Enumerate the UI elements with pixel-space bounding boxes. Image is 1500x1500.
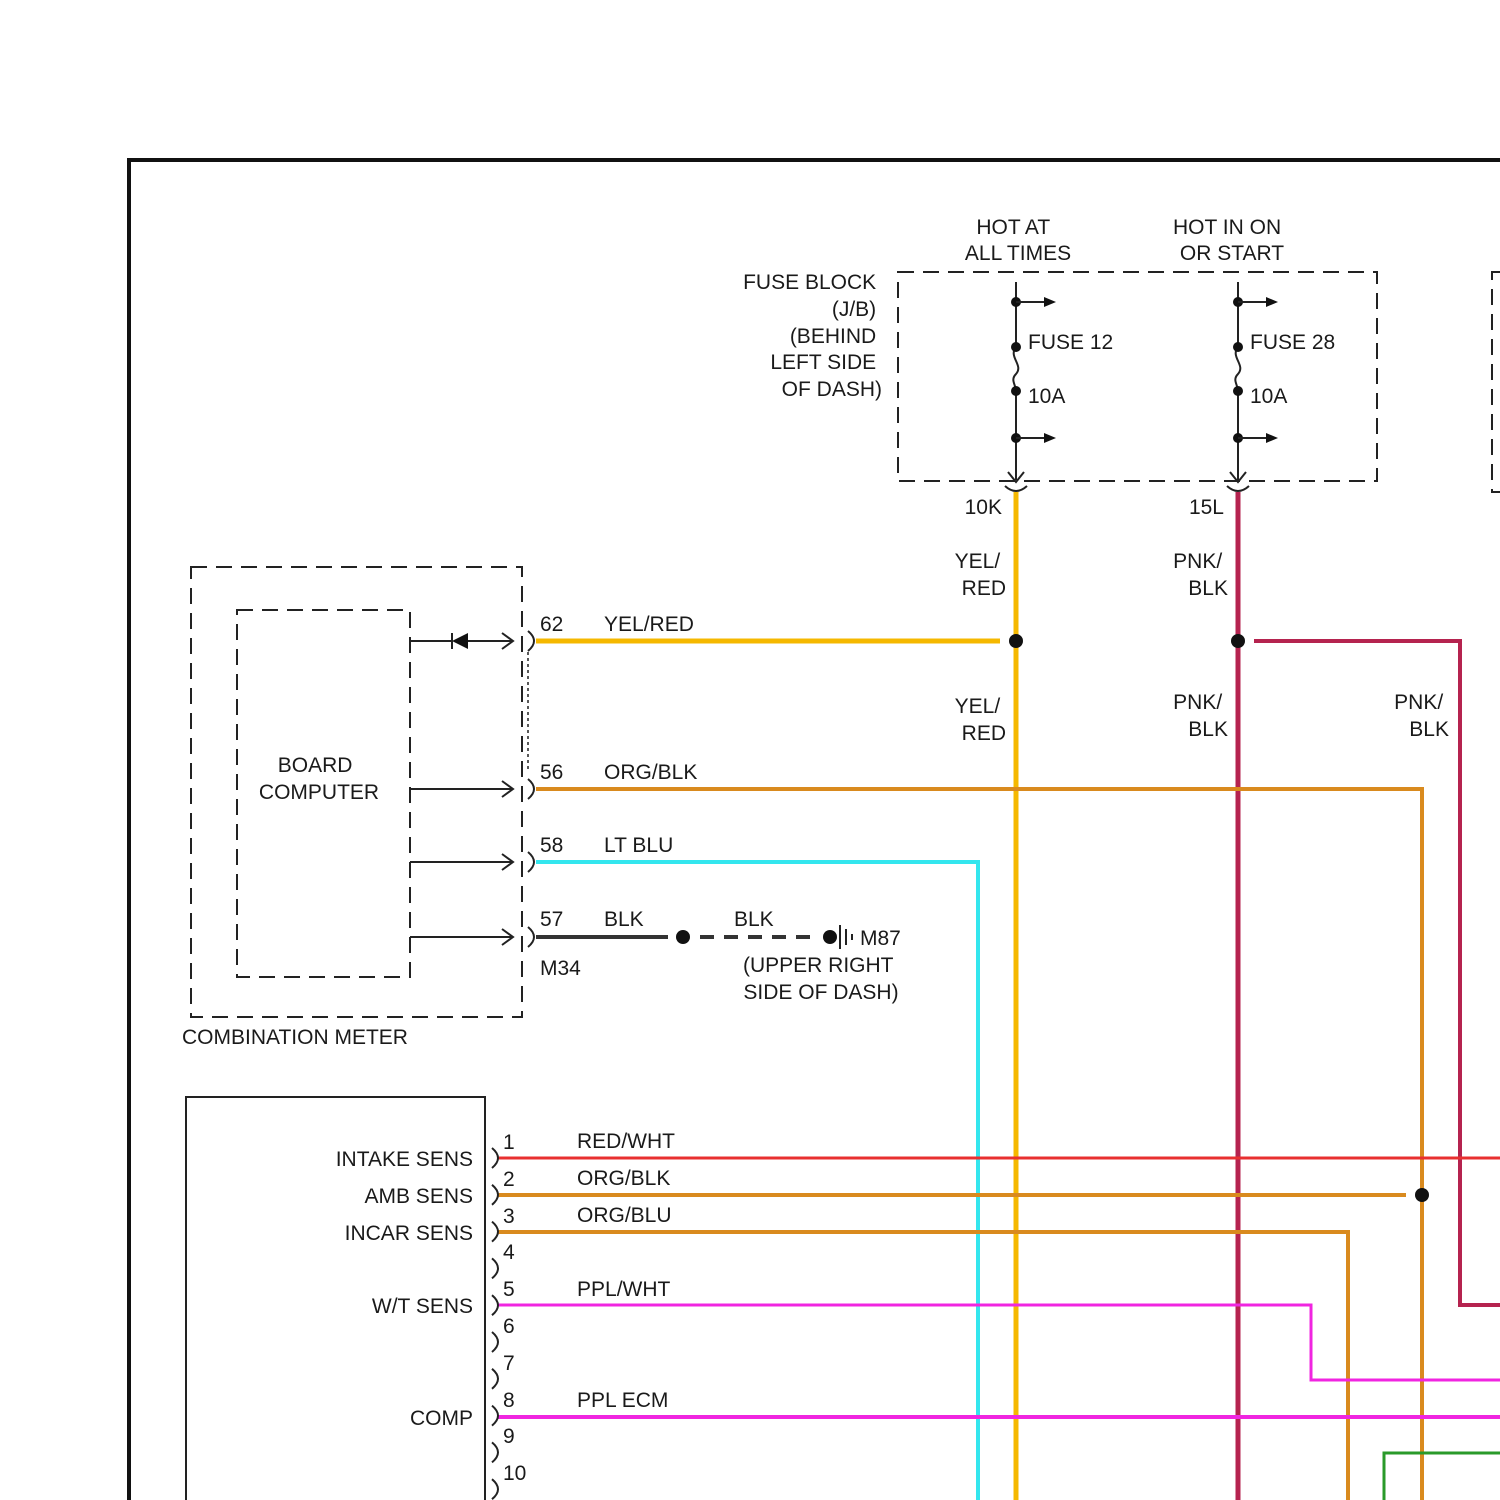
- connector-symbol: [1005, 486, 1027, 491]
- connector-pin-symbol: [492, 1369, 498, 1389]
- pin-57: 57: [540, 908, 563, 931]
- splice-dot: [1009, 634, 1023, 648]
- fuse-12-element: [1013, 347, 1018, 391]
- pin-58-wire: LT BLU: [604, 834, 673, 857]
- terminal-15l: 15L: [1189, 496, 1224, 519]
- adjacent-block-outline: [1492, 272, 1500, 492]
- fuse-28-element: [1235, 347, 1240, 391]
- cu-pin-8: 8: [503, 1389, 515, 1412]
- terminal-10k: 10K: [965, 496, 1002, 519]
- cu-pin-1: 1: [503, 1131, 515, 1154]
- fuse-block-outline: [898, 272, 1377, 481]
- ground-location: (UPPER RIGHT SIDE OF DASH): [743, 954, 899, 1004]
- pin-name-wt-sens: W/T SENS: [372, 1295, 473, 1318]
- diode-icon: [452, 633, 468, 649]
- ground-dot: [823, 930, 837, 944]
- ground-wire-label: BLK: [734, 908, 774, 931]
- connector-pin-symbol: [492, 1258, 498, 1278]
- label-yel-red-top: YEL/ RED: [955, 550, 1006, 600]
- pin-name-amb-sens: AMB SENS: [364, 1185, 473, 1208]
- arrow-right-icon: [1044, 297, 1056, 307]
- fuse-28-amp: 10A: [1250, 385, 1287, 408]
- connector-pin-symbol: [492, 1479, 498, 1499]
- fuse-12-amp: 10A: [1028, 385, 1065, 408]
- connector-pin-symbol: [492, 1406, 498, 1426]
- wire-label-org-blu: ORG/BLU: [577, 1204, 672, 1227]
- hot-in-on-label: HOT IN ON OR START: [1173, 216, 1287, 265]
- arrow-right-icon: [1266, 433, 1278, 443]
- board-computer-label: BOARD COMPUTER: [259, 754, 379, 804]
- pin-name-incar-sens: INCAR SENS: [345, 1222, 473, 1245]
- hot-at-all-times-label: HOT AT ALL TIMES: [965, 216, 1071, 265]
- label-pnk-blk-top: PNK/ BLK: [1173, 550, 1228, 600]
- wires: [498, 492, 1500, 1500]
- label-pnk-blk-mid: PNK/ BLK: [1173, 691, 1228, 741]
- pin-name-comp: COMP: [410, 1407, 473, 1430]
- wire-org-blu-pin3: [498, 1232, 1348, 1500]
- m34-connector-pins: [528, 631, 534, 947]
- connector-pin-symbol: [492, 1185, 498, 1205]
- cu-pin-10: 10: [503, 1462, 526, 1485]
- meter-internal-leads: [410, 633, 528, 945]
- combination-meter-label: COMBINATION METER: [182, 1026, 408, 1049]
- pin-57-wire: BLK: [604, 908, 644, 931]
- connector-symbol: [1227, 486, 1249, 491]
- cu-pin-2: 2: [503, 1168, 515, 1191]
- cu-pin-3: 3: [503, 1205, 515, 1228]
- fuse-12: FUSE 12 10A 10K: [965, 282, 1114, 519]
- splice-dot: [1231, 634, 1245, 648]
- wire-label-red-wht: RED/WHT: [577, 1130, 675, 1153]
- label-yel-red-mid: YEL/ RED: [955, 695, 1006, 745]
- fuse-block-label: FUSE BLOCK (J/B) (BEHIND LEFT SIDE OF DA…: [743, 271, 882, 401]
- fuse-28: FUSE 28 10A 15L: [1189, 282, 1335, 519]
- connector-dot: [676, 930, 690, 944]
- ground-m87: M87: [860, 927, 901, 950]
- label-pnk-blk-right: PNK/ BLK: [1394, 691, 1449, 741]
- pin-56: 56: [540, 761, 563, 784]
- splice-dot: [1415, 1188, 1429, 1202]
- pin-56-wire: ORG/BLK: [604, 761, 697, 784]
- connector-m34: M34: [540, 957, 581, 980]
- pin-58: 58: [540, 834, 563, 857]
- connector-pin-symbol: [492, 1222, 498, 1242]
- pin-62-wire: YEL/RED: [604, 613, 694, 636]
- arrow-right-icon: [1044, 433, 1056, 443]
- wire-green: [1384, 1453, 1500, 1500]
- cu-pin-4: 4: [503, 1241, 515, 1264]
- wire-label-ppl-wht: PPL/WHT: [577, 1278, 671, 1301]
- cu-pin-7: 7: [503, 1352, 515, 1375]
- fuse-block: FUSE BLOCK (J/B) (BEHIND LEFT SIDE OF DA…: [743, 216, 1500, 519]
- connector-pin-symbol: [492, 1148, 498, 1168]
- connector-pin-symbol: [492, 1442, 498, 1462]
- fuse-12-name: FUSE 12: [1028, 331, 1113, 354]
- connector-pin-symbol: [492, 1295, 498, 1315]
- ground-icon: [840, 925, 852, 949]
- pin-name-intake-sens: INTAKE SENS: [336, 1148, 473, 1171]
- arrow-right-icon: [1266, 297, 1278, 307]
- cu-pin-6: 6: [503, 1315, 515, 1338]
- cu-pin-9: 9: [503, 1425, 515, 1448]
- pin-62: 62: [540, 613, 563, 636]
- connector-pin-symbol: [492, 1332, 498, 1352]
- wire-color-labels: YEL/ RED PNK/ BLK YEL/ RED PNK/ BLK PNK/…: [955, 550, 1449, 745]
- fuse-28-name: FUSE 28: [1250, 331, 1335, 354]
- wire-label-ppl-ecm: PPL ECM: [577, 1389, 668, 1412]
- wire-pnk-blk-branch: [1254, 641, 1500, 1305]
- wire-label-org-blk: ORG/BLK: [577, 1167, 670, 1190]
- control-unit-pins: [492, 1148, 498, 1499]
- cu-pin-5: 5: [503, 1278, 515, 1301]
